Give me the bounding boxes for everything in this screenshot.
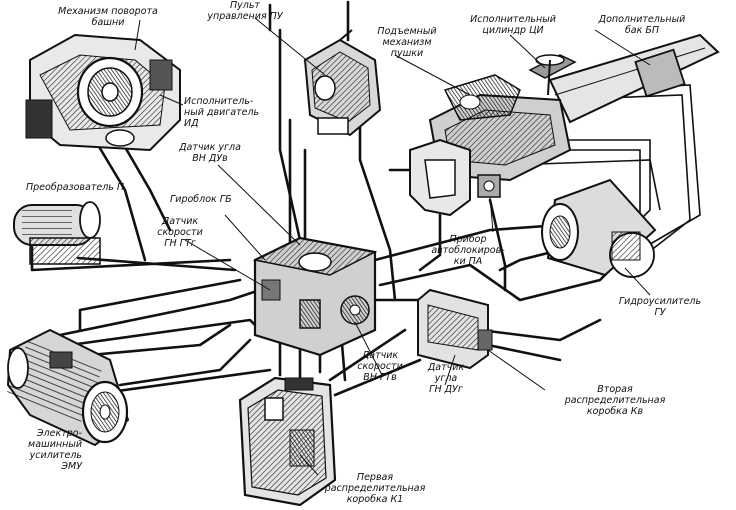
label-gun-lift: Подъемный механизм пушки: [377, 26, 437, 59]
second-distribution-box: [417, 288, 493, 370]
label-second-box: Вторая распределительная коробка Кв: [564, 384, 666, 417]
label-converter: Преобразователь П: [26, 182, 125, 193]
label-angle-sensor-gn: Датчик угла ГН ДУг: [427, 362, 465, 395]
label-exec-cylinder: Исполнительный цилиндр ЦИ: [470, 14, 556, 36]
label-speed-sensor-gn: Датчик скорости ГН ГТг: [157, 216, 203, 249]
label-emu: Электро- машинный усилитель ЭМУ: [28, 428, 82, 472]
label-gyro-block: Гироблок ГБ: [170, 194, 232, 205]
control-panel: [303, 29, 382, 137]
gyro-block: [252, 236, 378, 357]
label-hydro-amp: Гидроусилитель ГУ: [618, 296, 702, 318]
hydraulic-amplifier: [541, 178, 657, 278]
label-angle-sensor-vn: Датчик угла ВН ДУв: [179, 142, 241, 164]
label-speed-sensor-vn: Датчик скорости ВН ГТв: [357, 350, 403, 383]
label-turret-mechanism: Механизм поворота башни: [58, 6, 158, 28]
label-extra-tank: Дополнительный бак БП: [598, 14, 686, 36]
gun-assembly: [409, 33, 720, 217]
electric-machine-amplifier: [6, 328, 130, 447]
label-auto-block: Прибор автоблокиров- ки ПА: [431, 234, 505, 267]
label-first-box: Первая распределительная коробка К1: [324, 472, 426, 505]
leader-lines: [134, 17, 651, 476]
converter: [13, 201, 101, 265]
label-control-panel: Пульт управления ПУ: [207, 0, 283, 22]
first-distribution-box: [238, 376, 337, 507]
label-exec-motor: Исполнитель- ный двигатель ИД: [184, 96, 260, 129]
turret-rotation-mechanism: [25, 33, 181, 152]
